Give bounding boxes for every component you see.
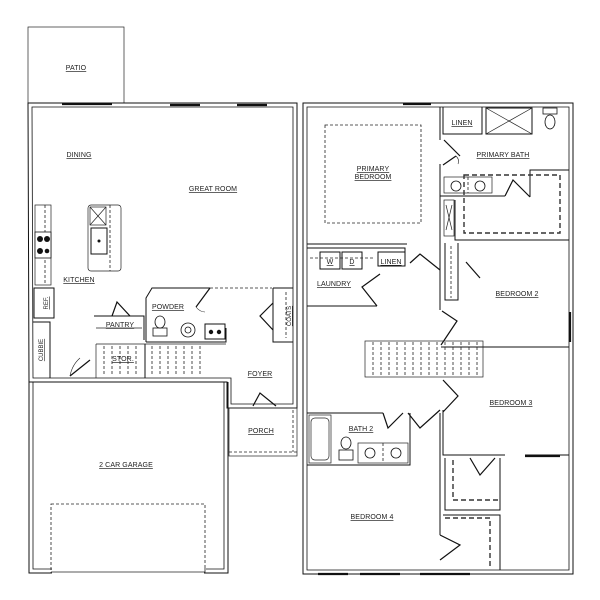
coats-closet-wall xyxy=(272,287,293,343)
front-door xyxy=(252,392,277,407)
label-porch: PORCH xyxy=(248,428,274,435)
label-primary-bedroom-1: PRIMARY xyxy=(357,166,390,173)
label-laundry: LAUNDRY xyxy=(317,281,351,288)
first-floor-exterior-wall xyxy=(27,102,298,409)
mechanical-unit xyxy=(204,323,226,340)
label-kitchen: KITCHEN xyxy=(63,277,94,284)
label-foyer: FOYER xyxy=(248,371,273,378)
label-dining: DINING xyxy=(66,152,91,159)
sink-icon xyxy=(450,180,462,192)
cooktop xyxy=(34,231,52,259)
burner-icon xyxy=(37,248,43,254)
label-primary-bath: PRIMARY BATH xyxy=(477,152,530,159)
label-bedroom4: BEDROOM 4 xyxy=(351,514,394,521)
linen-hall-closet xyxy=(377,251,406,267)
bedroom3-closet xyxy=(444,458,501,511)
label-powder: POWDER xyxy=(152,304,184,311)
burner-icon xyxy=(44,236,50,242)
burner-icon xyxy=(44,248,50,254)
stairs-upper xyxy=(364,340,484,378)
powder-door xyxy=(195,287,211,308)
hall-door xyxy=(409,253,441,271)
label-stor: STOR. xyxy=(112,356,134,363)
bedroom4-closet-door xyxy=(439,534,462,561)
kitchen-island xyxy=(87,204,122,272)
first-floor: PATIO DINING GREAT ROOM KITCHEN REF. PAN… xyxy=(27,26,298,575)
laundry-door xyxy=(361,273,381,307)
label-great-room: GREAT ROOM xyxy=(189,186,237,193)
toilet-tank xyxy=(338,449,354,461)
label-patio: PATIO xyxy=(66,65,87,72)
porch-slab xyxy=(228,407,298,457)
label-linen-hall: LINEN xyxy=(380,259,401,266)
label-bedroom2: BEDROOM 2 xyxy=(496,291,539,298)
bedroom4-closet xyxy=(443,514,501,570)
sink-icon xyxy=(474,180,486,192)
first-floor-interior-wall-line xyxy=(31,106,294,405)
label-linen-primary: LINEN xyxy=(451,120,472,127)
dishwasher xyxy=(89,206,107,226)
coats-door xyxy=(259,302,274,331)
label-cubbie: CUBBIE xyxy=(39,339,45,361)
label-dryer: D xyxy=(349,259,354,266)
toilet-icon xyxy=(154,315,166,329)
bathtub xyxy=(308,414,332,464)
bedroom3-door xyxy=(442,379,459,413)
garage-door-opening xyxy=(50,503,206,574)
tray-ceiling xyxy=(324,124,422,224)
pantry-wall xyxy=(94,315,145,340)
second-floor: PRIMARY BEDROOM LINEN PRIMARY BATH LAUND… xyxy=(302,102,574,576)
garage-entry-door xyxy=(69,359,91,377)
toilet-tank xyxy=(542,107,558,115)
closet xyxy=(443,199,455,237)
toilet-icon xyxy=(340,436,352,450)
toilet-tank xyxy=(152,327,168,337)
washer xyxy=(319,251,341,270)
bedroom2-closet xyxy=(439,240,459,310)
label-garage: 2 CAR GARAGE xyxy=(99,462,153,469)
second-floor-exterior-wall xyxy=(302,102,574,575)
label-ref: REF. xyxy=(44,296,50,309)
dryer xyxy=(341,251,363,270)
shower xyxy=(485,107,533,135)
bedroom2-door xyxy=(440,310,458,346)
linen-closet-wall xyxy=(442,107,483,135)
garage-wall xyxy=(28,382,229,574)
label-washer: W xyxy=(327,259,334,266)
sink-icon xyxy=(390,447,402,459)
burner-icon xyxy=(37,236,43,242)
bedroom4-hall-door xyxy=(407,409,441,429)
label-bath2: BATH 2 xyxy=(349,426,374,433)
walk-in-closet xyxy=(463,174,561,234)
sink-icon xyxy=(364,447,376,459)
label-coats: COATS xyxy=(287,306,293,326)
closet-door xyxy=(504,178,531,198)
toilet-icon xyxy=(544,114,556,130)
pantry-door xyxy=(111,300,131,317)
bath2-door xyxy=(382,412,404,430)
label-primary-bedroom-2: BEDROOM xyxy=(355,174,392,181)
stairs xyxy=(95,343,226,378)
sink-icon xyxy=(90,227,108,255)
label-bedroom3: BEDROOM 3 xyxy=(490,400,533,407)
cubbie-wall xyxy=(33,321,51,378)
refrigerator xyxy=(33,287,55,319)
label-pantry: PANTRY xyxy=(106,322,135,329)
powder-wall xyxy=(145,287,210,342)
